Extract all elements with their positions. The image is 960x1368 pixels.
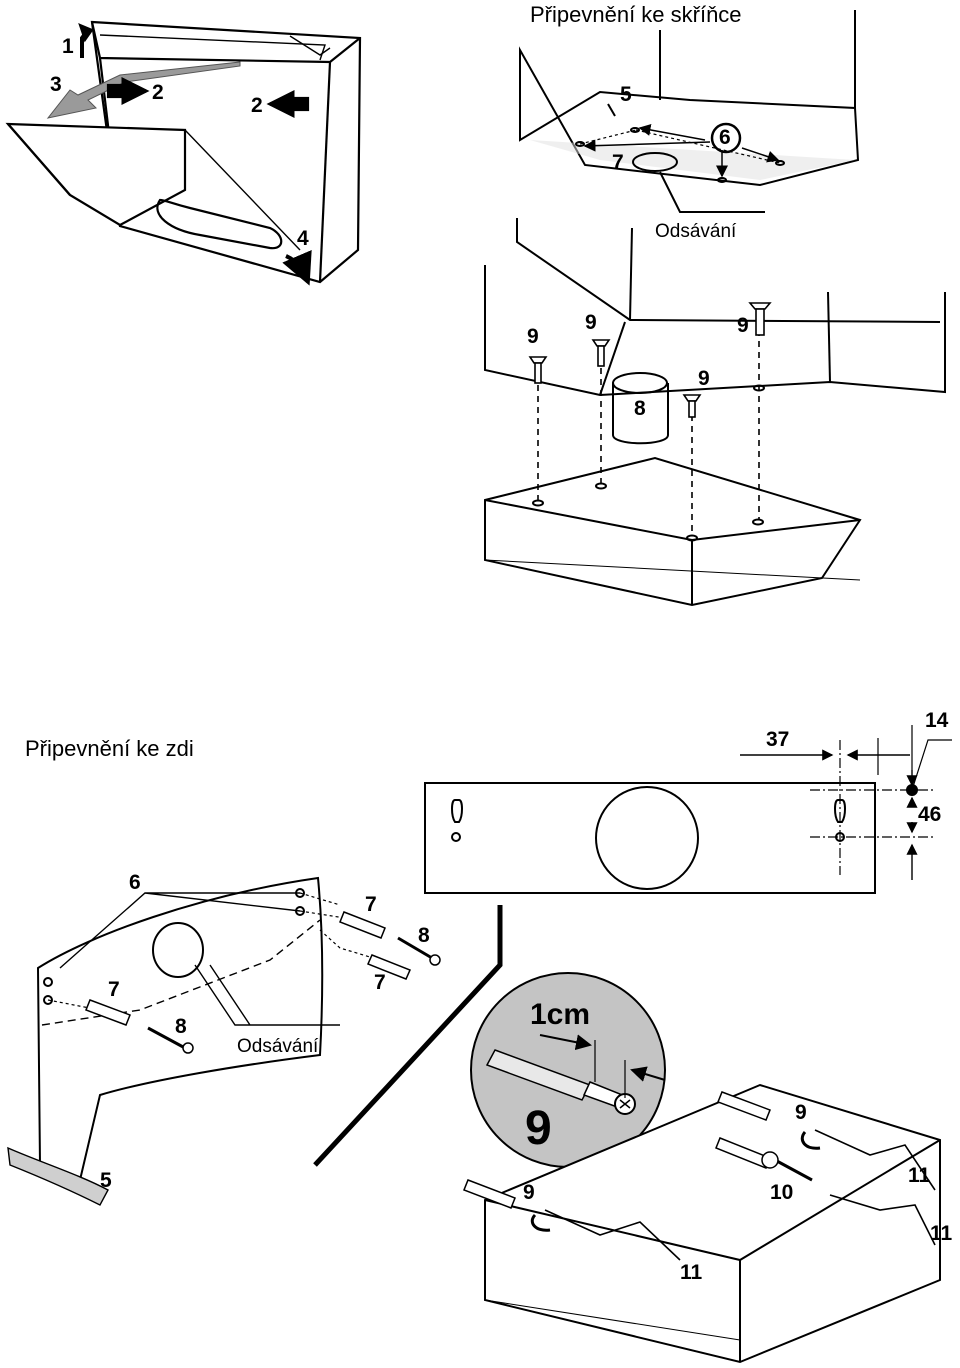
callout-9-b: 9 bbox=[585, 311, 597, 334]
callout-11-c: 11 bbox=[680, 1261, 703, 1284]
wall-plug-icon bbox=[463, 1091, 771, 1209]
callout-11-a: 11 bbox=[908, 1164, 931, 1187]
hood-mounting-drawing bbox=[463, 1083, 941, 1364]
callout-2a: 2 bbox=[152, 81, 164, 104]
title-wall-mounting: Připevnění ke zdi bbox=[25, 736, 194, 761]
callout-5-wall: 5 bbox=[100, 1169, 112, 1192]
callout-9-detail: 9 bbox=[525, 1102, 552, 1155]
screwdriver-icon bbox=[530, 1129, 936, 1261]
one-cm-label: 1cm bbox=[530, 998, 591, 1031]
title-cabinet-mounting: Připevnění ke skříňce bbox=[530, 2, 742, 27]
callout-10: 10 bbox=[770, 1181, 794, 1204]
callout-9-mount-a: 9 bbox=[795, 1101, 807, 1124]
callout-7: 7 bbox=[612, 151, 624, 174]
callout-7-wall-a: 7 bbox=[365, 893, 377, 916]
callout-9-c: 9 bbox=[737, 314, 749, 337]
callout-4: 4 bbox=[297, 227, 309, 250]
callout-8-wall-a: 8 bbox=[418, 924, 430, 947]
wall-plugs-drawing bbox=[7, 876, 441, 1206]
callout-5: 5 bbox=[620, 83, 632, 106]
dimension-46: 46 bbox=[918, 803, 942, 826]
callout-9-a: 9 bbox=[527, 325, 539, 348]
extraction-label-top: Odsávání bbox=[655, 221, 737, 242]
screw-icon bbox=[147, 936, 433, 1050]
filter-removal-drawing bbox=[5, 20, 362, 286]
extraction-label-wall: Odsávání bbox=[237, 1036, 319, 1057]
callout-7-wall-b: 7 bbox=[108, 978, 120, 1001]
dimension-14: 14 bbox=[925, 709, 949, 732]
hood-to-cabinet-drawing bbox=[484, 218, 946, 607]
cabinet-underside-drawing bbox=[519, 10, 860, 213]
callout-7-wall-c: 7 bbox=[374, 971, 386, 994]
callout-8-wall-b: 8 bbox=[175, 1015, 187, 1038]
callout-6-wall: 6 bbox=[129, 871, 141, 894]
wall-plug-icon bbox=[85, 911, 412, 1026]
callout-11-b: 11 bbox=[930, 1222, 953, 1245]
callout-2b: 2 bbox=[251, 94, 263, 117]
wall-template-drawing bbox=[424, 725, 952, 894]
callout-3: 3 bbox=[50, 73, 62, 96]
screw-icon bbox=[528, 302, 772, 418]
plug-detail-drawing bbox=[470, 972, 666, 1168]
callout-6: 6 bbox=[719, 126, 731, 149]
callout-9-mount-b: 9 bbox=[523, 1181, 535, 1204]
callout-1: 1 bbox=[62, 35, 74, 58]
section-divider bbox=[313, 905, 503, 1167]
callout-8: 8 bbox=[634, 397, 646, 420]
dimension-37: 37 bbox=[766, 728, 790, 751]
callout-9-d: 9 bbox=[698, 367, 710, 390]
